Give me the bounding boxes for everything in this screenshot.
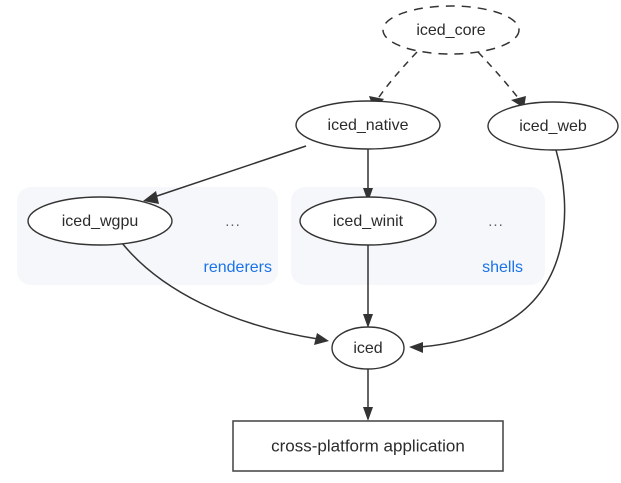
arrow-head: [363, 407, 373, 421]
edge-iced-wgpu-to-iced: [121, 242, 329, 345]
node-iced-core-shape[interactable]: [382, 5, 520, 55]
edge-iced-to-application: [363, 369, 373, 421]
node-iced-shape[interactable]: [331, 326, 405, 370]
node-iced-winit-shape[interactable]: [299, 196, 437, 246]
node-iced-winit[interactable]: iced_winit: [299, 196, 437, 246]
node-iced-wgpu-shape[interactable]: [27, 196, 173, 246]
edge-path: [477, 51, 520, 100]
node-iced-wgpu[interactable]: iced_wgpu: [27, 196, 173, 246]
arrow-head: [409, 342, 423, 353]
cluster-shells-label: shells: [482, 259, 523, 276]
node-iced-winit-label: iced_winit: [333, 213, 404, 230]
node-iced-wgpu-label: iced_wgpu: [62, 213, 139, 230]
edge-path: [419, 149, 566, 348]
cluster-renderers-label: renderers: [204, 259, 272, 276]
node-iced[interactable]: iced: [331, 326, 405, 370]
node-iced-native[interactable]: iced_native: [295, 100, 441, 150]
node-iced-web-label: iced_web: [519, 118, 587, 135]
node-iced-web[interactable]: iced_web: [487, 101, 619, 151]
node-iced-core-label: iced_core: [416, 22, 485, 39]
node-iced-native-label: iced_native: [328, 117, 409, 134]
edge-iced-native-to-iced-winit: [363, 147, 373, 202]
arrow-head: [363, 314, 373, 328]
node-cross-platform-application[interactable]: cross-platform application: [232, 420, 504, 472]
edge-iced-web-to-iced: [409, 149, 566, 353]
cluster-shells-ellipsis: ...: [488, 213, 504, 230]
edge-iced-core-to-iced-web: [477, 51, 526, 108]
cluster-renderers-ellipsis: ...: [225, 213, 241, 230]
arrow-head: [363, 188, 373, 202]
arrow-head: [143, 191, 159, 204]
node-application-shape[interactable]: [232, 420, 504, 472]
edge-path: [121, 242, 319, 340]
edge-path: [376, 51, 418, 101]
node-iced-native-shape[interactable]: [295, 100, 441, 150]
node-iced-web-shape[interactable]: [487, 101, 619, 151]
node-iced-core[interactable]: iced_core: [382, 5, 520, 55]
edge-iced-winit-to-iced: [363, 241, 373, 328]
edge-path: [153, 145, 307, 198]
node-iced-label: iced: [353, 340, 382, 357]
edge-iced-native-to-iced-wgpu: [143, 145, 307, 204]
node-application-label: cross-platform application: [271, 436, 465, 455]
arrow-head: [314, 333, 329, 345]
